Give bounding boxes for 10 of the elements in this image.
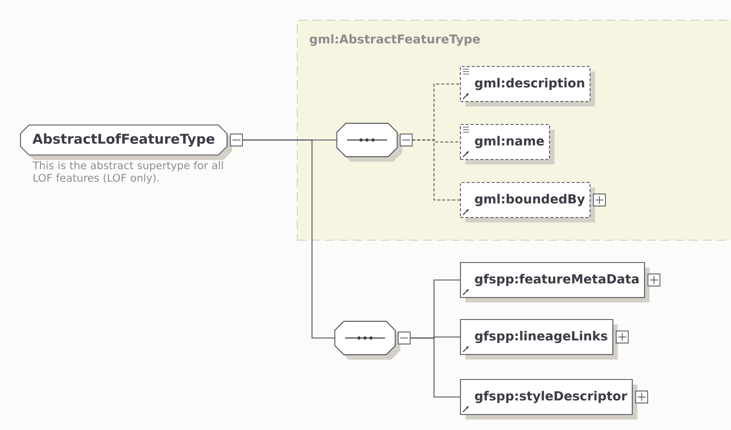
element-box: gfspp:featureMetaData bbox=[460, 262, 660, 302]
element-box: gml:name bbox=[460, 124, 554, 164]
sequence-symbol bbox=[336, 122, 413, 162]
sequence-symbol bbox=[334, 320, 411, 360]
element-box: gml:description bbox=[460, 66, 596, 106]
element-box: gml:boundedBy bbox=[460, 182, 606, 222]
element-box: gfspp:lineageLinks bbox=[460, 319, 629, 360]
element-box: gfspp:styleDescriptor bbox=[460, 379, 648, 420]
description-text: This is the abstract supertype for all LOF features (LOF only). bbox=[32, 161, 223, 184]
type-box: AbstractLofFeatureType bbox=[20, 124, 243, 160]
